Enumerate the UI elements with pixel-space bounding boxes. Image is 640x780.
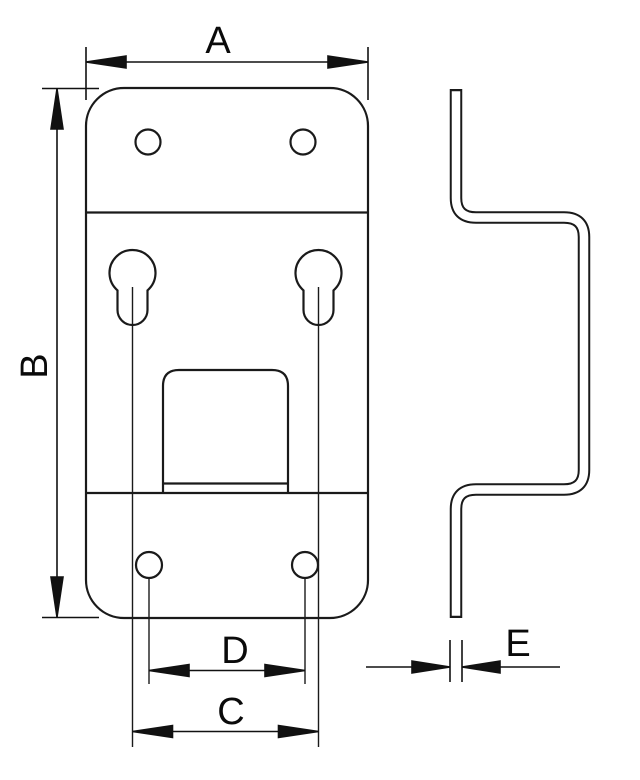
profile-outer [449,89,591,618]
dim-label-d: D [221,630,249,672]
dim-a-arrow-right [327,55,369,69]
profile-inner [451,91,589,616]
top-hole-right [289,128,317,156]
dimension-d [148,663,306,678]
bottom-hole-right [290,550,320,580]
dim-e-arrow-right [461,660,501,674]
dimension-a [85,47,369,100]
dim-label-e: E [505,623,531,665]
dim-d-arrow-right [264,663,306,678]
tab-cutout [161,368,290,493]
keyhole-slot-left [108,248,157,327]
dimension-e [366,640,560,682]
dim-e-arrow-left [411,660,451,674]
dim-a-arrow-left [85,55,127,69]
dim-label-a: A [205,20,231,62]
plate-outline [84,86,370,620]
dim-d-arrow-left [148,663,190,678]
dim-label-b: B [14,353,56,379]
dimension-c [132,724,319,739]
extension-lines [131,287,320,747]
dim-label-c: C [217,691,245,733]
side-view [449,89,591,618]
front-view [84,86,370,620]
dim-c-arrow-left [132,724,174,739]
bottom-hole-left [134,550,164,580]
dim-b-arrow-top [50,88,64,130]
dimension-b [42,87,99,619]
top-hole-left [134,128,162,156]
keyhole-slot-right [294,248,343,327]
dim-c-arrow-right [277,724,319,739]
dim-b-arrow-bottom [50,576,64,618]
